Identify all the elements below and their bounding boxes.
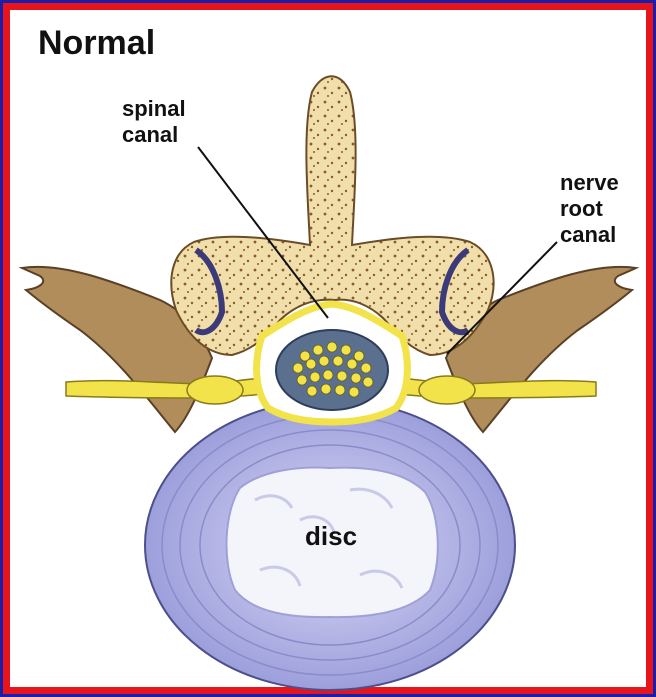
label-disc: disc (305, 523, 357, 549)
diagram-title: Normal (38, 24, 155, 63)
label-nerve-line2: root (560, 196, 619, 222)
label-nerve-line1: nerve (560, 170, 619, 196)
label-spinal-canal-line1: spinal (122, 96, 186, 122)
label-nerve-root-canal: nerve root canal (560, 170, 619, 248)
label-spinal-canal: spinal canal (122, 96, 186, 148)
label-nerve-line3: canal (560, 222, 619, 248)
label-spinal-canal-line2: canal (122, 122, 186, 148)
